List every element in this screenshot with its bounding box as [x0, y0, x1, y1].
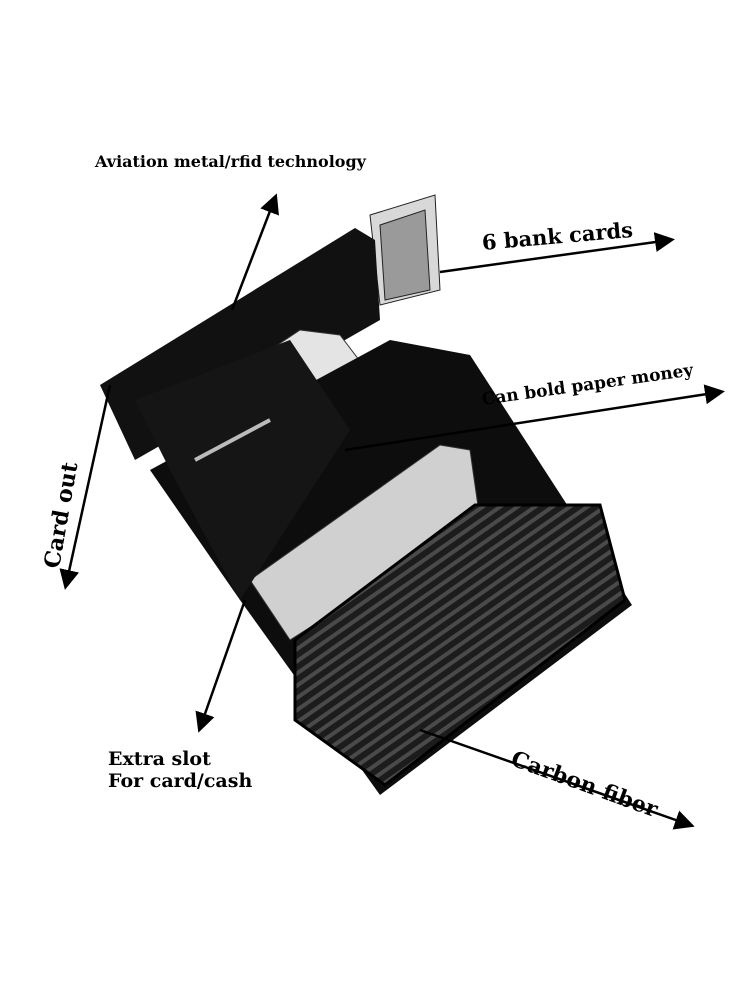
carbon-fiber-pocket: [293, 503, 627, 787]
label-extra-slot-1: Extra slot: [108, 748, 211, 770]
label-extra-slot-2: For card/cash: [108, 770, 253, 792]
annotation-arrows: [59, 193, 725, 830]
label-aviation-metal: Aviation metal/rfid technology: [95, 152, 366, 171]
metal-flap: [135, 340, 350, 600]
flap-slot: [194, 418, 271, 462]
bank-cards: [369, 194, 441, 306]
inner-card: [249, 444, 481, 641]
